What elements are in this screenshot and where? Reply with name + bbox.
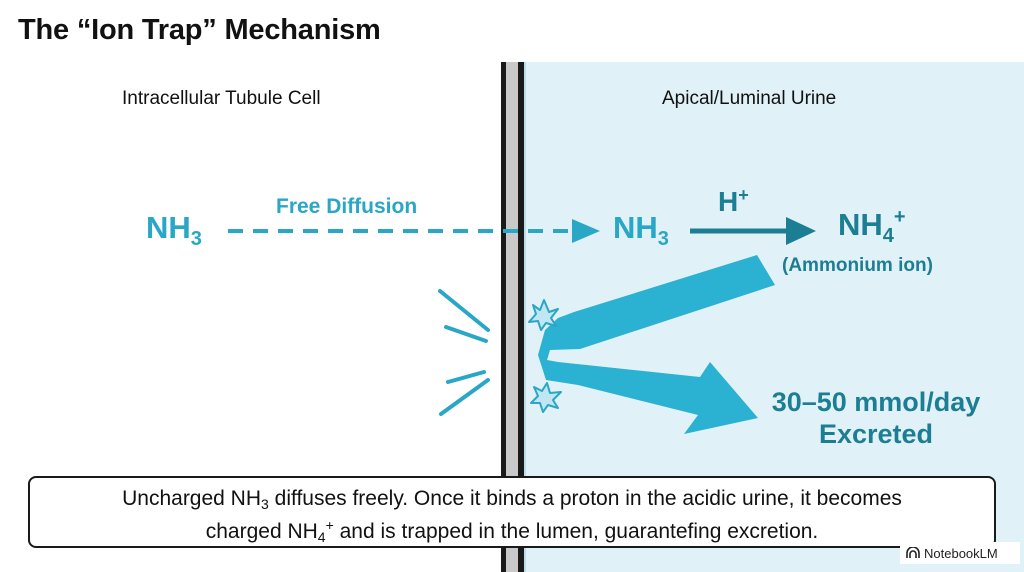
caption-box — [28, 476, 996, 548]
impact-spark-bottom — [530, 382, 562, 413]
excretion-amount: 30–50 mmol/day Excreted — [752, 386, 1000, 450]
notebooklm-logo-icon — [906, 547, 920, 558]
page-title: The “Ion Trap” Mechanism — [18, 14, 381, 46]
trapped-bounce-arrow — [538, 255, 775, 434]
free-diffusion-label: Free Diffusion — [276, 195, 418, 218]
diffusion-arrow — [228, 219, 600, 243]
excretion-rate: 30–50 mmol/day — [771, 387, 981, 417]
cell-membrane — [501, 62, 526, 572]
luminal-label: Apical/Luminal Urine — [662, 88, 837, 109]
protonation-arrow — [690, 217, 816, 245]
ammonium-ion-label: (Ammonium ion) — [782, 255, 933, 276]
nh3-luminal: NH3 — [613, 210, 669, 250]
impact-lines — [438, 289, 490, 416]
caption-line-2: charged NH4+ and is trapped in the lumen… — [205, 517, 819, 545]
nh4-ammonium: NH4+ — [838, 206, 906, 247]
nh3-intracellular: NH3 — [146, 210, 202, 250]
excreted-label: Excreted — [818, 419, 934, 449]
proton-label: H+ — [718, 185, 749, 217]
impact-spark-top — [528, 299, 559, 331]
intracellular-label: Intracellular Tubule Cell — [122, 88, 321, 109]
watermark-text: NotebookLM — [924, 545, 998, 561]
caption-line-1: Uncharged NH3 diffuses freely. Once it b… — [122, 487, 902, 512]
notebooklm-watermark: NotebookLM — [900, 542, 1020, 564]
